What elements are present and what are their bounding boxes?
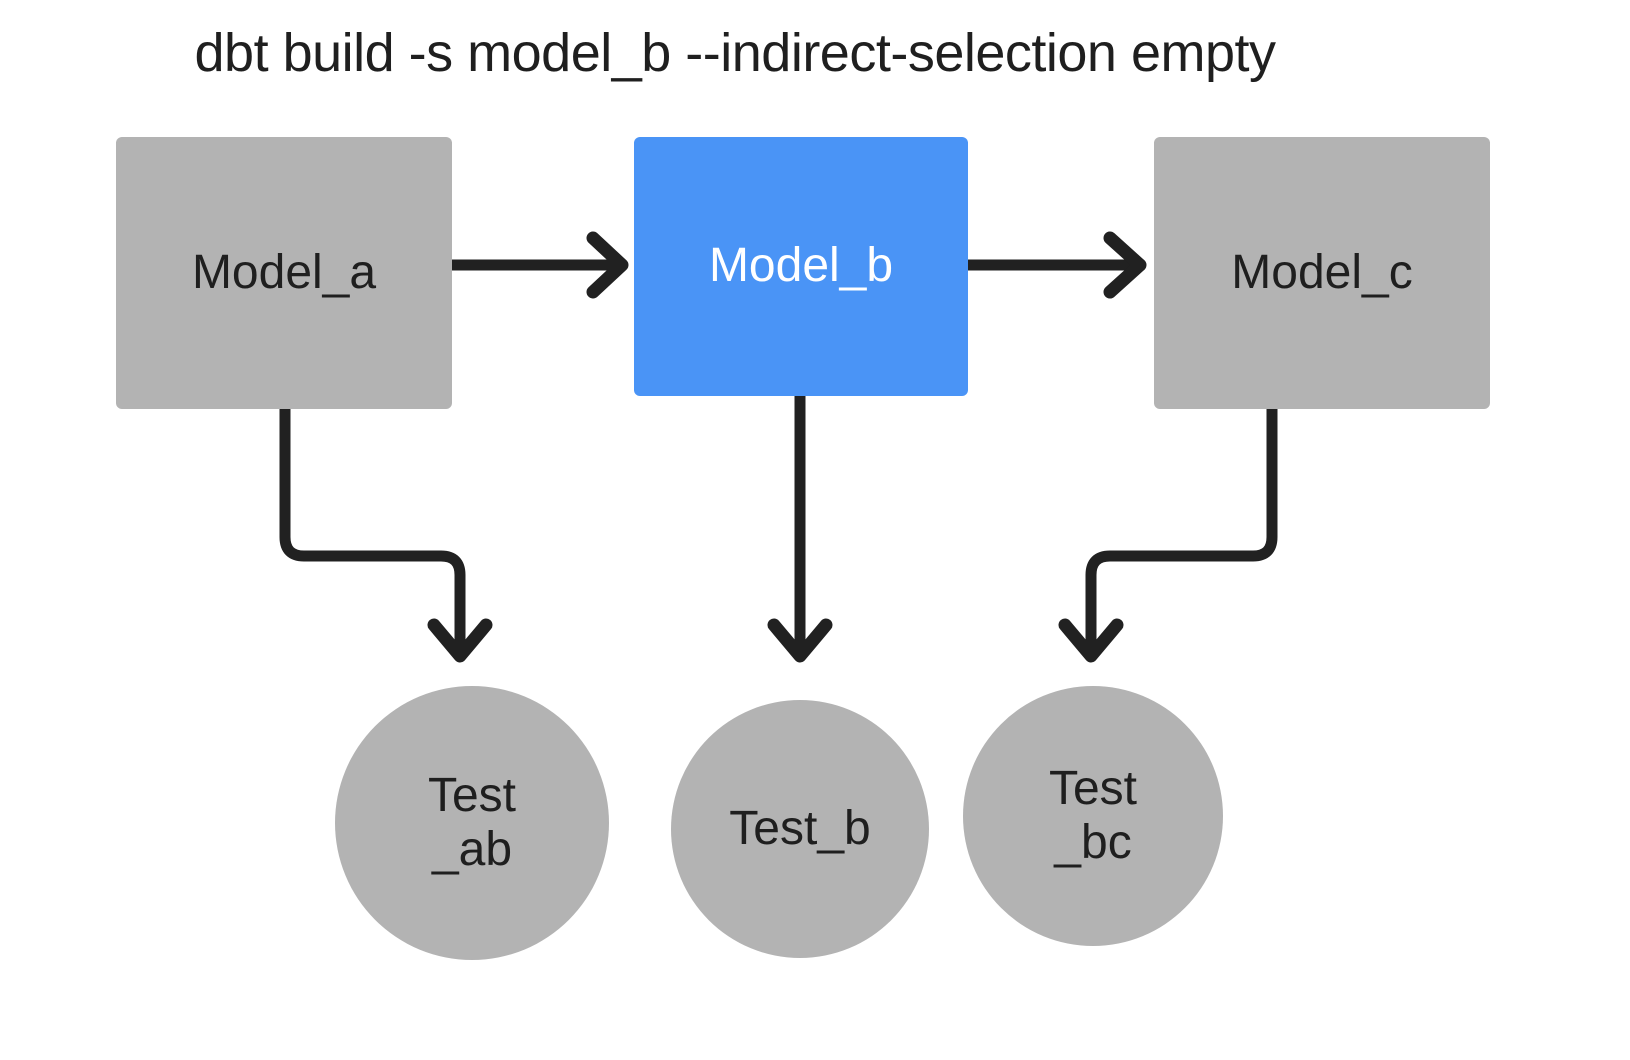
node-test-ab[interactable]: Test _ab (335, 686, 609, 960)
node-test-bc[interactable]: Test _bc (963, 686, 1223, 946)
node-test-b-label: Test_b (729, 802, 871, 856)
node-model-c-label: Model_c (1231, 245, 1413, 299)
node-test-ab-label: Test _ab (427, 769, 517, 876)
node-test-bc-label: Test _bc (1048, 762, 1138, 869)
node-test-b[interactable]: Test_b (671, 700, 929, 958)
edge-model-a-to-model-b (446, 231, 629, 299)
edge-model-a-to-test-ab (279, 403, 493, 663)
node-model-b[interactable]: Model_b (634, 137, 968, 396)
node-model-b-label: Model_b (708, 239, 894, 293)
node-model-c[interactable]: Model_c (1154, 137, 1490, 409)
edge-model-b-to-test-b (767, 390, 833, 663)
diagram-title: dbt build -s model_b --indirect-selectio… (194, 23, 1277, 83)
node-model-a-label: Model_a (191, 245, 377, 299)
node-model-a[interactable]: Model_a (116, 137, 452, 409)
edge-model-b-to-model-c (962, 231, 1147, 299)
edge-model-c-to-test-bc (1058, 403, 1278, 663)
